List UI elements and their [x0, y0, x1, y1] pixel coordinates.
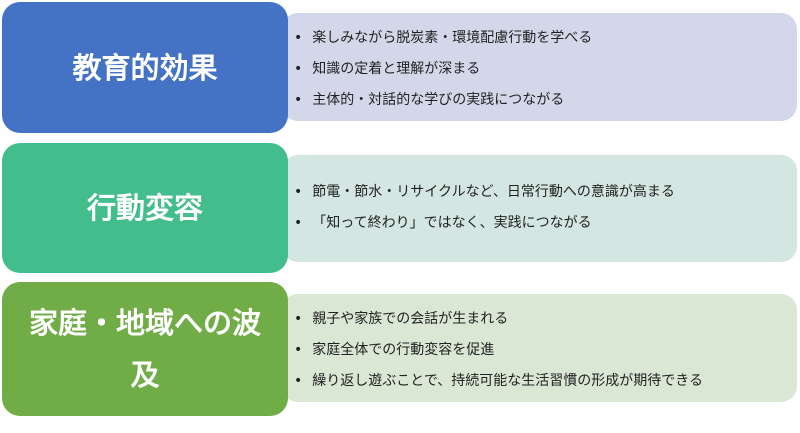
panel-educational: 楽しみながら脱炭素・環境配慮行動を学べる知識の定着と理解が深まる主体的・対話的な… — [282, 13, 797, 121]
list-item: 楽しみながら脱炭素・環境配慮行動を学べる — [294, 23, 797, 54]
list-item: 知識の定着と理解が深まる — [294, 54, 797, 85]
heading-label: 教育的効果 — [72, 50, 218, 85]
list-item: 「知って終わり」ではなく、実践につながる — [294, 208, 797, 239]
list-item: 節電・節水・リサイクルなど、日常行動への意識が高まる — [294, 177, 797, 208]
list-item: 主体的・対話的な学びの実践につながる — [294, 85, 797, 116]
panel-behavior: 節電・節水・リサイクルなど、日常行動への意識が高まる「知って終わり」ではなく、実… — [282, 155, 797, 262]
list-item: 家庭全体での行動変容を促進 — [294, 335, 797, 366]
heading-family: 家庭・地域への波及 — [2, 282, 288, 416]
heading-educational: 教育的効果 — [2, 2, 288, 133]
panel-family: 親子や家族での会話が生まれる家庭全体での行動変容を促進繰り返し遊ぶことで、持続可… — [282, 294, 797, 402]
list-item: 親子や家族での会話が生まれる — [294, 304, 797, 335]
list-item: 繰り返し遊ぶことで、持続可能な生活習慣の形成が期待できる — [294, 366, 797, 397]
heading-label: 行動変容 — [86, 191, 203, 225]
heading-label: 家庭・地域への波及 — [28, 306, 261, 392]
heading-behavior: 行動変容 — [2, 143, 288, 273]
